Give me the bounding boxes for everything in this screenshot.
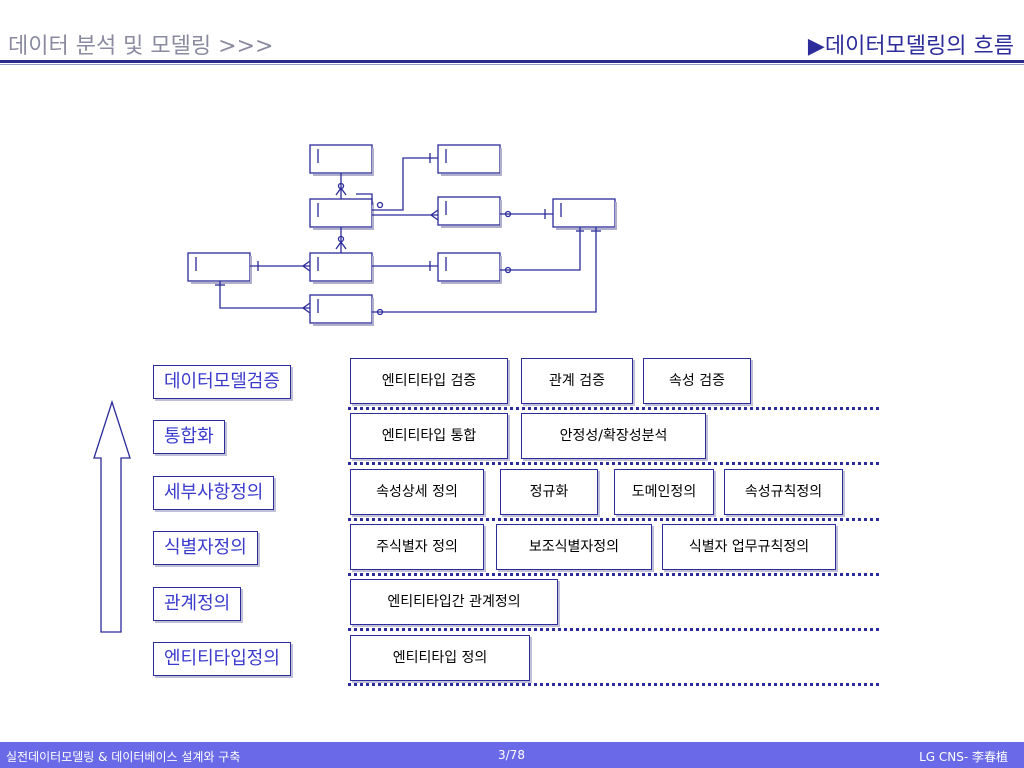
row-divider: [348, 683, 879, 686]
task-box: 엔티티타입 정의: [350, 635, 530, 681]
row-divider: [348, 518, 879, 521]
task-box: 속성 검증: [643, 358, 751, 404]
entity-box: [437, 196, 501, 226]
task-box: 주식별자 정의: [350, 524, 484, 570]
entity-box: [309, 294, 373, 324]
task-box: 안정성/확장성분석: [521, 413, 706, 459]
row-divider: [348, 573, 879, 576]
entity-box: [309, 198, 373, 228]
section-title: ▶데이터모델링의 흐름: [807, 34, 1014, 59]
header-rule-thin: [0, 64, 1024, 65]
stage-label-entity-definition: 엔티티타입정의: [153, 642, 291, 676]
task-box: 도메인정의: [614, 469, 714, 515]
header-rule: [0, 60, 1024, 63]
task-box: 보조식별자정의: [496, 524, 652, 570]
page-title: 데이터 분석 및 모델링 >>>: [8, 34, 274, 59]
stage-label-model-verification: 데이터모델검증: [153, 365, 291, 399]
footer-title: 실전데이터모델링 & 데이터베이스 설계와 구축: [6, 750, 241, 764]
progress-arrow: [93, 399, 131, 633]
er-diagram: [93, 144, 617, 633]
entity-box: [552, 198, 616, 228]
task-box: 엔티티타입 통합: [350, 413, 508, 459]
task-box: 속성상세 정의: [350, 469, 484, 515]
task-box: 관계 검증: [521, 358, 633, 404]
entity-box: [437, 144, 501, 174]
entity-box: [309, 144, 373, 174]
task-box: 속성규칙정의: [724, 469, 843, 515]
stage-label-relationship-definition: 관계정의: [153, 587, 242, 621]
stage-label-identifier-definition: 식별자정의: [153, 531, 258, 565]
task-box: 엔티티타입 검증: [350, 358, 508, 404]
entity-box: [437, 252, 501, 282]
row-divider: [348, 628, 879, 631]
row-divider: [348, 407, 879, 410]
stage-label-detail-definition: 세부사항정의: [153, 476, 275, 510]
stage-label-integration: 통합화: [153, 420, 225, 454]
footer-author: LG CNS- 李春植: [919, 750, 1008, 764]
task-box: 정규화: [500, 469, 598, 515]
task-box: 식별자 업무규칙정의: [662, 524, 836, 570]
row-divider: [348, 462, 879, 465]
entity-box: [309, 252, 373, 282]
page-number: 3/78: [498, 748, 525, 762]
entity-box: [187, 252, 251, 282]
footer-bar: 실전데이터모델링 & 데이터베이스 설계와 구축 3/78 LG CNS- 李春…: [0, 742, 1024, 768]
task-box: 엔티티타입간 관계정의: [350, 579, 558, 625]
